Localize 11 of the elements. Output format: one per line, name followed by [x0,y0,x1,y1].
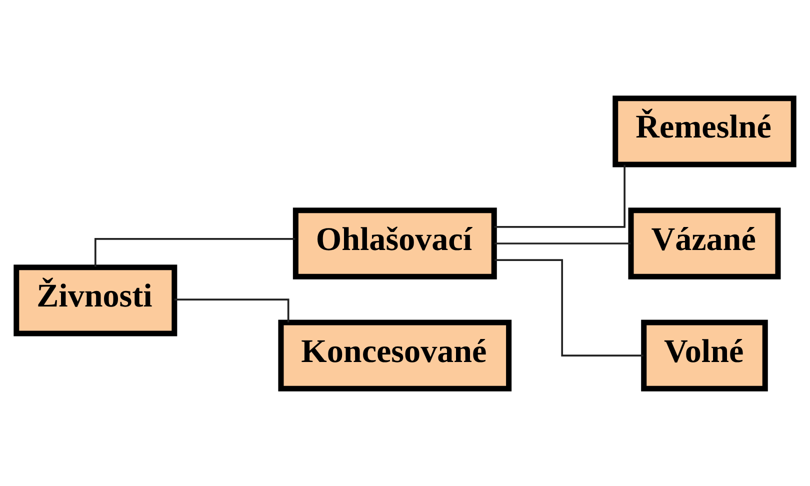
connector [494,242,631,244]
connector [174,298,290,322]
node-box: Volné [641,319,768,391]
node-box: Koncesované [278,319,512,391]
node-box: Živnosti [14,264,178,336]
connector [494,258,644,356]
node-box: Řemeslné [612,95,796,167]
connector [94,237,296,266]
connector [494,164,626,228]
node-box: Ohlašovací [292,207,497,279]
node-box: Vázané [628,207,781,279]
